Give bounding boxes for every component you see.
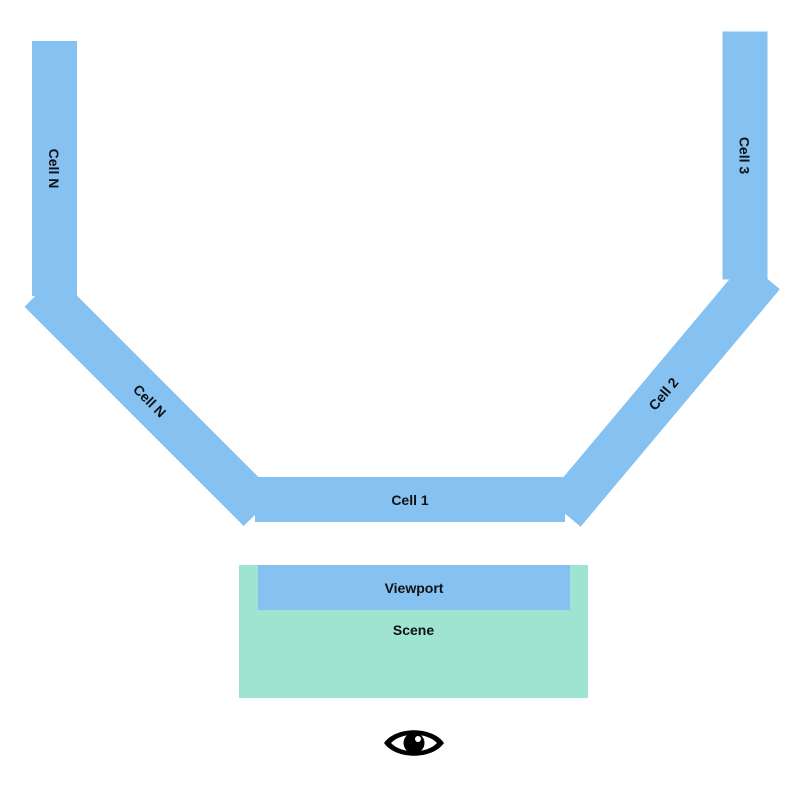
- cell-n-vertical-label: Cell N: [46, 148, 63, 189]
- eye-icon: [383, 724, 445, 762]
- cell-2: Cell 2: [546, 260, 780, 527]
- cell-3-label: Cell 3: [737, 136, 753, 175]
- cell-n-diagonal: Cell N: [24, 274, 276, 527]
- cell-1: Cell 1: [255, 477, 565, 522]
- scene-label: Scene: [392, 622, 435, 638]
- viewport-label: Viewport: [384, 579, 444, 596]
- viewport-box: Viewport: [258, 565, 570, 610]
- cell-3: Cell 3: [722, 31, 768, 280]
- cell-2-label: Cell 2: [644, 374, 682, 413]
- cell-1-label: Cell 1: [391, 491, 429, 508]
- cell-n-vertical: Cell N: [32, 41, 77, 296]
- cell-n-diagonal-label: Cell N: [130, 380, 170, 421]
